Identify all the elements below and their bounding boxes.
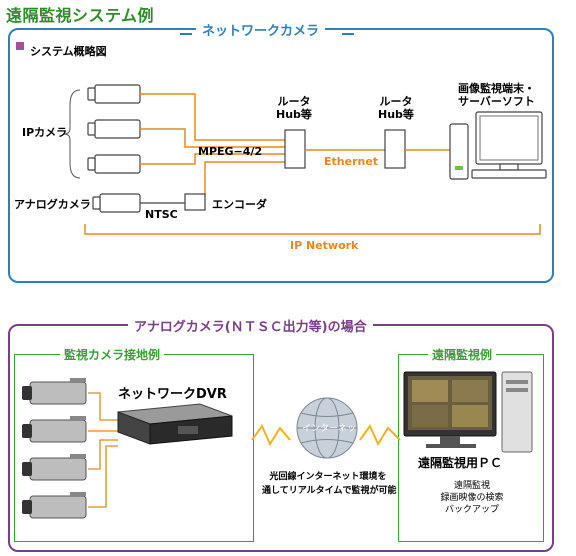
router-hub-icon xyxy=(384,129,406,169)
internet-globe-icon xyxy=(296,397,358,459)
ip-camera-label: IPカメラ xyxy=(22,126,68,139)
ip-camera-icon xyxy=(87,84,141,104)
remote-example-title: 遠隔監視例 xyxy=(428,346,497,363)
internet-caption: 光回線インターネット環境を 通してリアルタイムで監視が可能 xyxy=(262,472,397,496)
camera-brace-icon xyxy=(63,89,81,179)
ip-camera-icon xyxy=(87,119,141,139)
network-dvr-icon xyxy=(117,403,233,445)
overview-marker-icon xyxy=(16,42,24,50)
analog-camera-icon xyxy=(92,193,141,213)
encoder-label: エンコーダ xyxy=(212,198,267,211)
camera-dvr-links xyxy=(88,392,118,508)
network-camera-panel-title: ネットワークカメラ xyxy=(196,20,326,39)
router-hub-icon xyxy=(284,129,306,169)
cctv-camera-icon xyxy=(22,492,87,519)
ip-network-label: IP Network xyxy=(290,239,359,252)
camera-links xyxy=(140,93,285,196)
cctv-camera-icon xyxy=(22,378,87,405)
ip-network-bracket xyxy=(84,224,541,235)
encoder-icon xyxy=(184,193,206,211)
wave-link-right xyxy=(359,423,401,447)
dvr-label: ネットワークDVR xyxy=(118,387,227,402)
remote-pc-caption: 遠隔監視 録画映像の検索 バックアップ xyxy=(440,481,504,515)
analog-camera-panel-title: アナログカメラ(ＮＴＳＣ出力等)の場合 xyxy=(128,316,373,335)
overview-label: システム概略図 xyxy=(30,45,107,58)
analog-camera-label: アナログカメラ xyxy=(14,198,91,211)
mpeg-label: MPEG−4/2 xyxy=(198,145,263,158)
terminal-label: 画像監視端末・ サーバーソフト xyxy=(458,82,535,108)
ntsc-label: NTSC xyxy=(145,208,178,221)
cctv-camera-icon xyxy=(22,416,87,443)
remote-pc-icon xyxy=(403,371,533,453)
cctv-camera-icon xyxy=(22,454,87,481)
page-title: 遠隔監視システム例 xyxy=(6,6,155,25)
router2-label: ルータ Hub等 xyxy=(378,95,414,121)
wave-link-left xyxy=(251,423,291,447)
ethernet-label: Ethernet xyxy=(324,155,379,168)
ip-camera-icon xyxy=(87,154,141,174)
site-example-title: 監視カメラ接地例 xyxy=(60,346,165,363)
internet-label: インターネット xyxy=(302,424,366,434)
monitoring-terminal-icon xyxy=(449,111,547,180)
router1-label: ルータ Hub等 xyxy=(276,95,312,121)
remote-pc-label: 遠隔監視用ＰＣ xyxy=(418,456,503,470)
